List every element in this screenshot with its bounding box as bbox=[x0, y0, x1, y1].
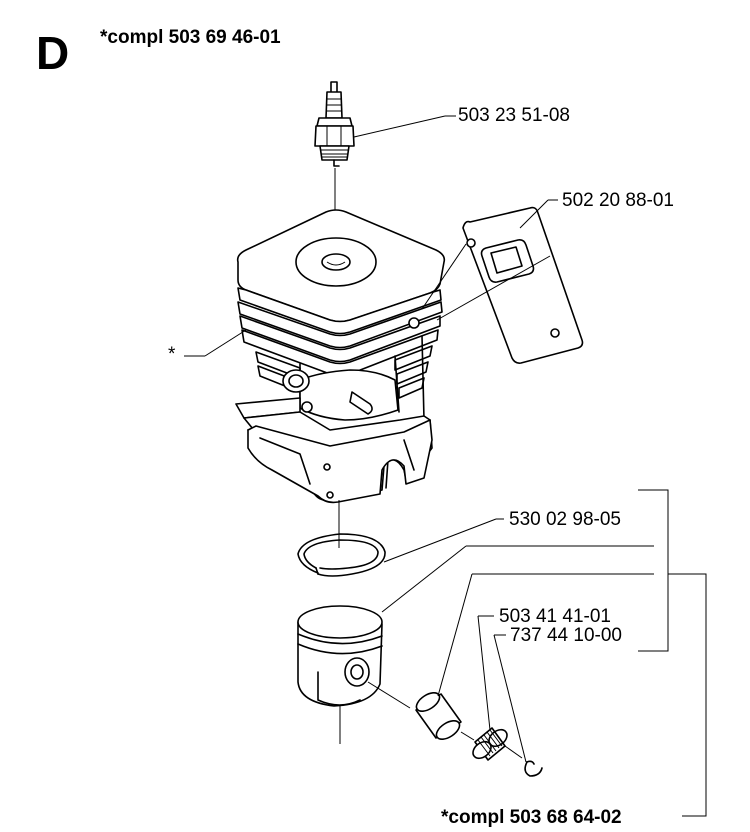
needle-bearing-drawing[interactable] bbox=[470, 726, 510, 761]
bracket-group bbox=[638, 489, 707, 817]
piston-pin-drawing[interactable] bbox=[413, 689, 462, 743]
circlip-drawing[interactable] bbox=[524, 760, 543, 777]
label-piston-ring: 530 02 98-05 bbox=[509, 509, 621, 530]
leader-piston-ring bbox=[383, 518, 497, 563]
label-spark-plug: 503 23 51-08 bbox=[458, 105, 570, 126]
leader-gasket bbox=[519, 199, 549, 229]
spark-plug-drawing[interactable] bbox=[314, 81, 355, 167]
label-cylinder: * bbox=[168, 344, 176, 365]
label-gasket: 502 20 88-01 bbox=[562, 190, 674, 211]
sub-assembly-footer: *compl 503 68 64-02 bbox=[441, 807, 622, 828]
cylinder-drawing[interactable] bbox=[235, 209, 446, 504]
piston-ring-drawing[interactable] bbox=[297, 533, 386, 577]
leader-needle-bearing bbox=[477, 615, 491, 731]
assembly-title: *compl 503 69 46-01 bbox=[100, 27, 281, 48]
label-needle-bearing: 737 44 10-00 bbox=[510, 625, 622, 646]
section-letter: D bbox=[36, 27, 70, 79]
gasket-drawing[interactable] bbox=[462, 206, 584, 364]
leader-spark-plug bbox=[353, 115, 446, 138]
piston-drawing[interactable] bbox=[297, 605, 383, 707]
label-piston-pin: 503 41 41-01 bbox=[499, 606, 611, 627]
leader-piston-pin bbox=[437, 573, 473, 697]
